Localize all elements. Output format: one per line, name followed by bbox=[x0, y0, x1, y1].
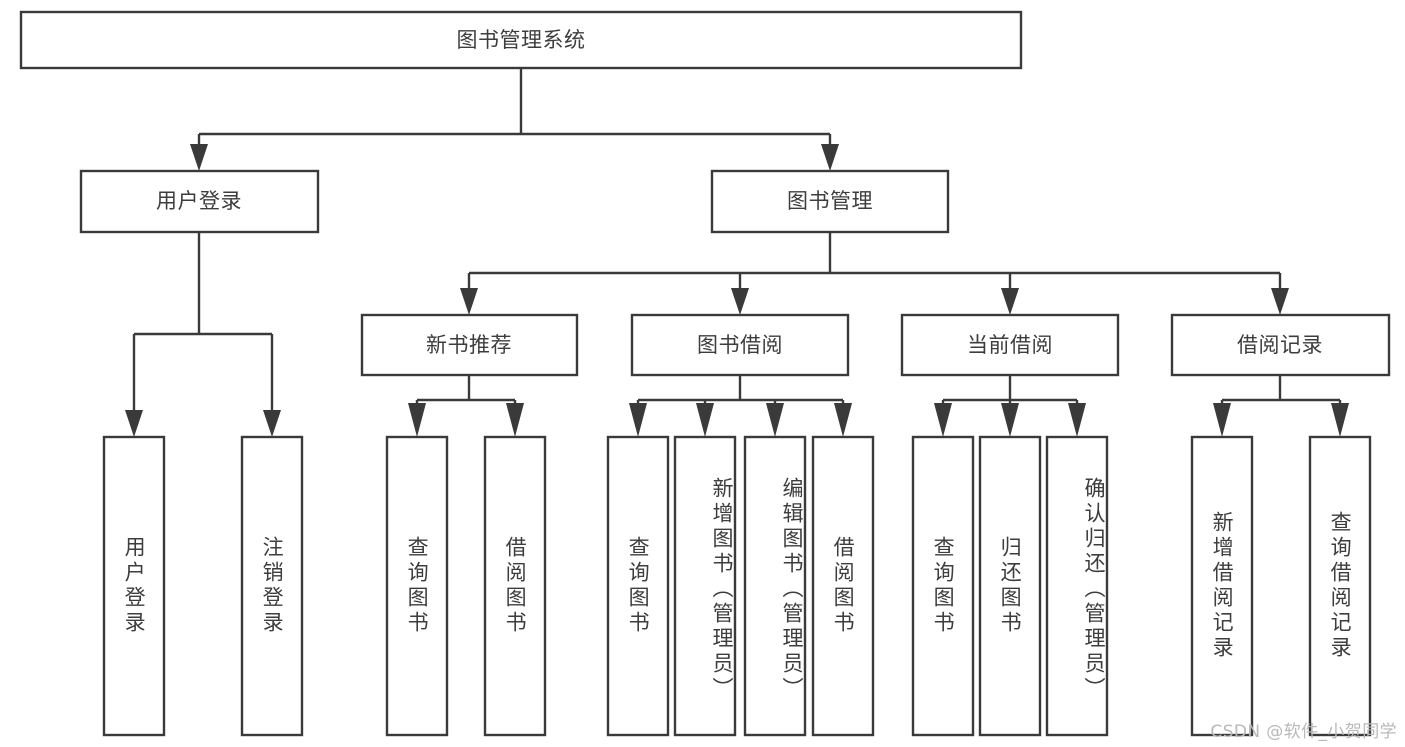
node-leaf-add-record[interactable] bbox=[1190, 435, 1254, 737]
node-new-book-recommend-label: 新书推荐 bbox=[426, 333, 512, 357]
connector-bookborrow-to-leaves bbox=[629, 375, 852, 437]
node-user-login[interactable]: 用户登录 bbox=[79, 169, 320, 234]
node-leaf-add-book[interactable] bbox=[673, 435, 737, 737]
node-new-book-recommend[interactable]: 新书推荐 bbox=[360, 313, 579, 377]
connector-currentborrow-to-leaves bbox=[934, 375, 1086, 437]
node-root[interactable]: 图书管理系统 bbox=[19, 10, 1023, 70]
node-borrow-record-label: 借阅记录 bbox=[1237, 333, 1323, 357]
node-leaf-query-book-3[interactable] bbox=[911, 435, 975, 737]
node-leaf-user-login[interactable] bbox=[102, 435, 166, 737]
node-leaf-query-book-2[interactable] bbox=[606, 435, 670, 737]
node-leaf-query-book-1[interactable] bbox=[385, 435, 449, 737]
node-borrow-record[interactable]: 借阅记录 bbox=[1170, 313, 1391, 377]
node-leaf-borrow-book-1[interactable] bbox=[483, 435, 547, 737]
connector-newbook-to-leaves bbox=[408, 375, 524, 437]
node-book-borrow[interactable]: 图书借阅 bbox=[630, 313, 850, 377]
node-leaf-return-book[interactable] bbox=[978, 435, 1042, 737]
node-book-management[interactable]: 图书管理 bbox=[710, 169, 950, 234]
csdn-watermark: CSDN @软件_小贺同学 bbox=[1210, 722, 1397, 742]
node-book-borrow-label: 图书借阅 bbox=[697, 333, 783, 357]
node-current-borrow-label: 当前借阅 bbox=[967, 333, 1053, 357]
node-book-management-label: 图书管理 bbox=[787, 189, 873, 213]
node-leaf-confirm-return[interactable] bbox=[1045, 435, 1109, 737]
connector-userlogin-to-leaves bbox=[125, 232, 281, 437]
node-leaf-edit-book[interactable] bbox=[743, 435, 807, 737]
node-current-borrow[interactable]: 当前借阅 bbox=[900, 313, 1120, 377]
node-leaf-logout-login[interactable] bbox=[240, 435, 304, 737]
node-root-label: 图书管理系统 bbox=[457, 28, 586, 52]
connector-root-to-level1 bbox=[190, 68, 839, 171]
node-leaf-borrow-book-2[interactable] bbox=[811, 435, 875, 737]
connector-bookmgmt-to-level2 bbox=[460, 232, 1289, 315]
node-user-login-label: 用户登录 bbox=[156, 189, 242, 213]
node-leaf-query-record[interactable] bbox=[1308, 435, 1372, 737]
connector-borrowrecord-to-leaves bbox=[1213, 375, 1349, 437]
